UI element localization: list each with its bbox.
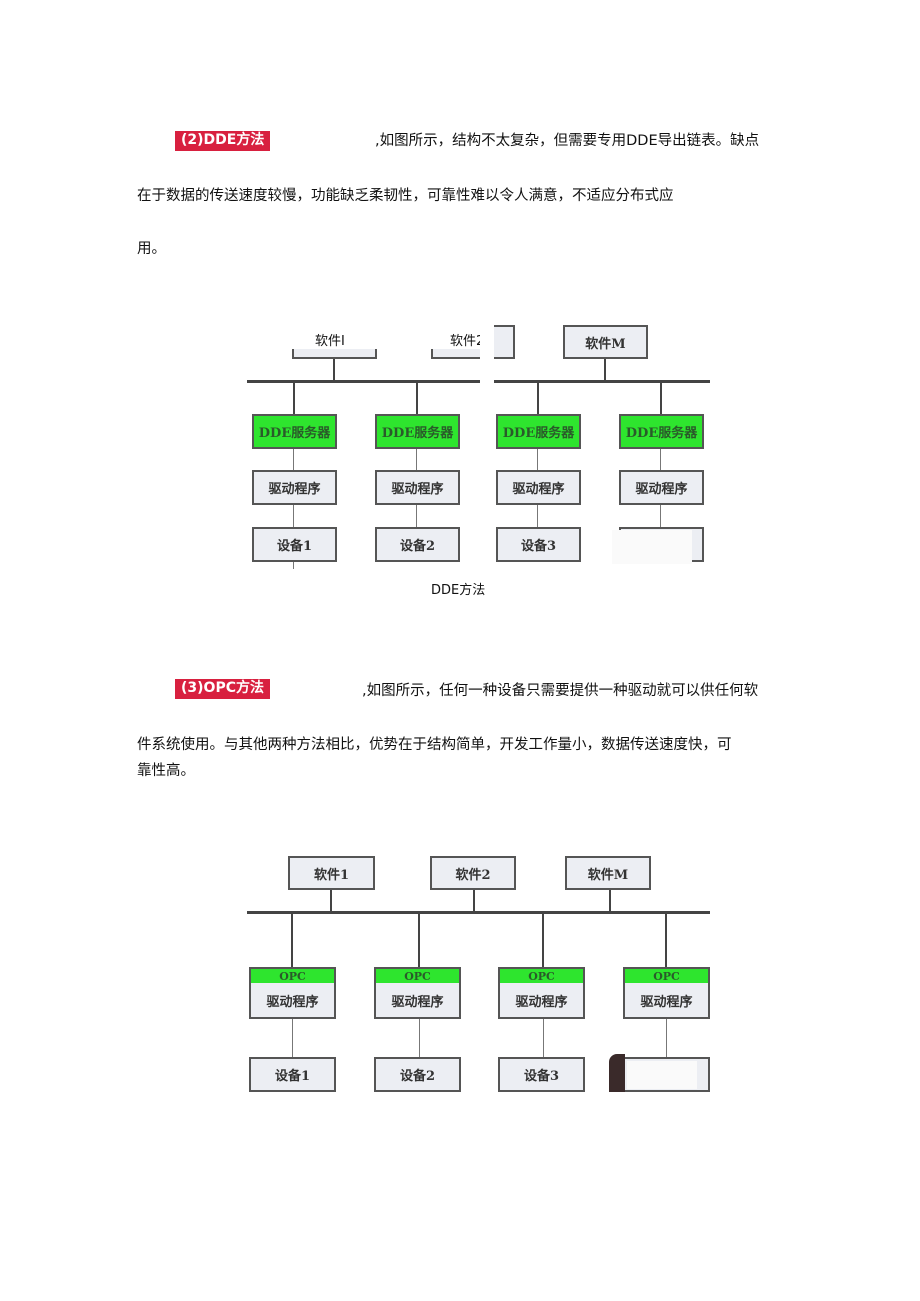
paragraph-line: 靠性高。	[137, 763, 195, 779]
device-box: 设备1	[249, 1057, 336, 1092]
driver-box: 驱动程序	[374, 983, 461, 1019]
connector	[291, 913, 293, 967]
driver-box: 驱动程序	[249, 983, 336, 1019]
software-box-partial	[494, 325, 515, 359]
paragraph-line: 件系统使用。与其他两种方法相比，优势在于结构简单，开发工作量小，数据传送速度快，…	[137, 737, 732, 753]
dde-diagram: 软件I 软件2 软件M DDE服务器 DDE服务器 DDE服务器 DDE服务器 …	[247, 322, 710, 569]
paragraph-line: ,如图所示，结构不太复杂，但需要专用DDE导出链表。缺点	[375, 133, 760, 149]
connector	[543, 1019, 544, 1059]
connector	[473, 890, 475, 912]
connector	[609, 890, 611, 912]
connector	[542, 913, 544, 967]
paragraph-line: 在于数据的传送速度较慢，功能缺乏柔韧性，可靠性难以令人满意，不适应分布式应	[137, 188, 674, 204]
connector	[665, 913, 667, 967]
driver-box: 驱动程序	[375, 470, 460, 505]
connector	[293, 382, 295, 414]
opc-header: OPC	[374, 967, 461, 985]
software-box: 软件M	[565, 856, 651, 890]
device-box: 设备3	[498, 1057, 585, 1092]
driver-box: 驱动程序	[619, 470, 704, 505]
bus-line	[494, 380, 710, 383]
software-box: 软件2	[430, 856, 516, 890]
paragraph-line: ,如图所示，任何一种设备只需要提供一种驱动就可以供任何软	[362, 683, 759, 699]
connector	[537, 382, 539, 414]
software-box: 软件1	[288, 856, 375, 890]
connector	[330, 890, 332, 912]
device-box: 设备2	[374, 1057, 461, 1092]
device-box: 设备2	[375, 527, 460, 562]
software-label: 软件2	[450, 334, 485, 349]
connector	[666, 1019, 667, 1059]
device-box: 设备3	[496, 527, 581, 562]
connector	[604, 359, 606, 381]
watermark-overlay	[627, 1061, 697, 1089]
figure-gap	[480, 322, 494, 562]
device-box: 设备1	[252, 527, 337, 562]
driver-box: 驱动程序	[496, 470, 581, 505]
paragraph-line: 用。	[137, 241, 166, 257]
dde-server-box: DDE服务器	[252, 414, 337, 449]
software-box	[431, 349, 480, 359]
connector	[416, 382, 418, 414]
bus-line	[247, 380, 480, 383]
section-tag-opc: (3)OPC方法	[175, 679, 270, 699]
figure-caption: DDE方法	[431, 583, 486, 598]
software-box	[292, 349, 377, 359]
dde-server-box: DDE服务器	[619, 414, 704, 449]
driver-box: 驱动程序	[623, 983, 710, 1019]
software-box: 软件M	[563, 325, 648, 359]
connector	[418, 913, 420, 967]
section-tag-dde: (2)DDE方法	[175, 131, 271, 151]
watermark-overlay	[609, 1054, 625, 1092]
driver-box: 驱动程序	[498, 983, 585, 1019]
connector	[419, 1019, 420, 1059]
driver-box: 驱动程序	[252, 470, 337, 505]
watermark-overlay	[612, 530, 692, 564]
software-label: 软件I	[315, 334, 345, 349]
dde-server-box: DDE服务器	[375, 414, 460, 449]
dde-server-box: DDE服务器	[496, 414, 581, 449]
connector	[292, 1019, 293, 1059]
connector	[293, 449, 294, 569]
connector	[333, 359, 335, 381]
opc-diagram: 软件1 软件2 软件M OPC OPC OPC OPC 驱动程序 驱动程序 驱动…	[247, 854, 710, 1094]
bus-line	[247, 911, 710, 914]
connector	[660, 382, 662, 414]
